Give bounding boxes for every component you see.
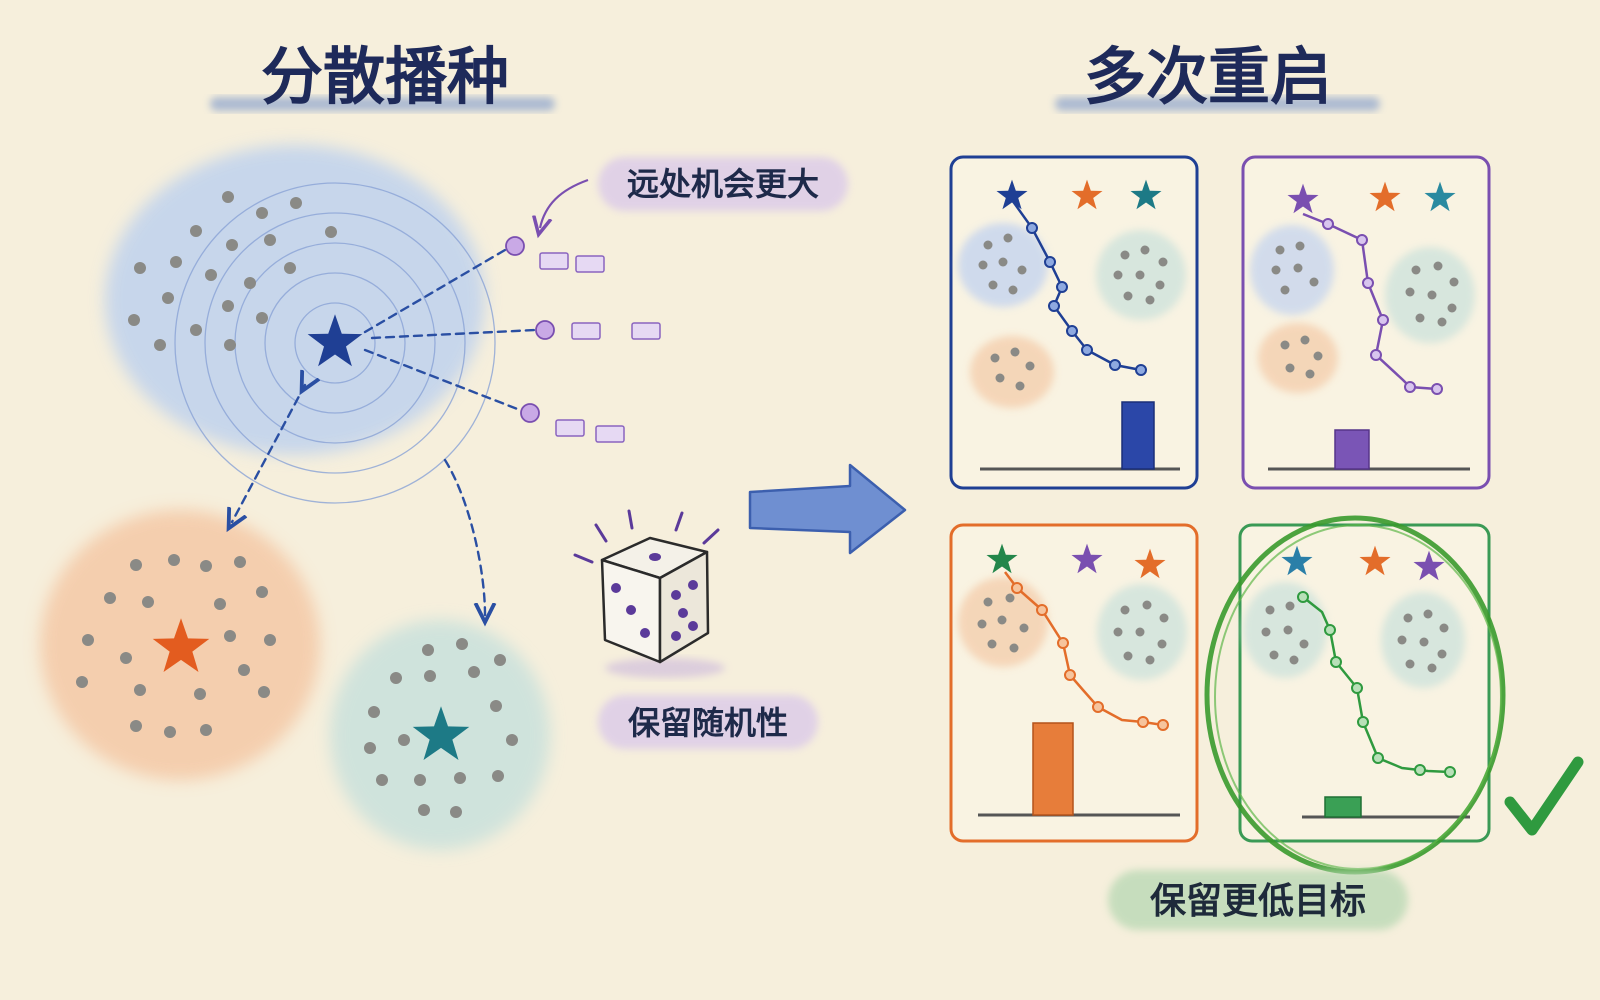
panel-1-result-bar: [1121, 401, 1155, 470]
far-label-tag: 远处机会更大: [540, 157, 848, 228]
arrow-to-teal: [443, 458, 485, 615]
right-title: 多次重启: [1084, 40, 1332, 113]
dash-to-probe-1: [363, 248, 507, 334]
dash-to-probe-2: [370, 328, 537, 340]
keep-label: 保留更低目标: [1150, 881, 1366, 922]
probe-3: [520, 403, 540, 423]
random-label: 保留随机性: [628, 704, 788, 742]
restart-panel-4: [1204, 515, 1506, 875]
blue-cluster: [105, 145, 485, 455]
panel-4-result-bar: [1324, 796, 1362, 818]
left-section: 分散播种: [40, 40, 848, 850]
exploration-rings: [174, 182, 496, 504]
restart-panel-2: [1241, 155, 1491, 490]
jump-arrows: [232, 248, 537, 615]
teal-cluster-dots: [364, 638, 518, 818]
far-probes: [505, 236, 661, 443]
orange-cluster-dots: [76, 554, 276, 738]
probe-2: [535, 320, 555, 340]
right-title-underline: [1055, 97, 1380, 111]
blue-cluster-dots: [128, 191, 337, 351]
restart-panel-1: [949, 155, 1199, 490]
probe-1: [505, 236, 525, 256]
random-label-tag: 保留随机性: [598, 695, 818, 749]
panel-3-result-bar: [1032, 722, 1074, 816]
panel-3-descent-path: [1004, 571, 1164, 727]
keep-label-tag: 保留更低目标: [1108, 870, 1408, 930]
left-title: 分散播种: [261, 40, 509, 113]
far-label-pointer: [540, 178, 589, 228]
right-section: 多次重启: [949, 40, 1584, 930]
far-label: 远处机会更大: [627, 165, 819, 203]
arrow-to-orange: [232, 385, 305, 522]
left-title-underline: [210, 97, 555, 111]
panel-2-result-bar: [1334, 429, 1370, 470]
transition-arrow-icon: [748, 463, 907, 555]
dash-to-probe-3: [363, 348, 522, 412]
checkmark-icon: [1504, 756, 1584, 836]
dice-icon: [573, 509, 725, 678]
restart-panel-3: [949, 523, 1199, 843]
